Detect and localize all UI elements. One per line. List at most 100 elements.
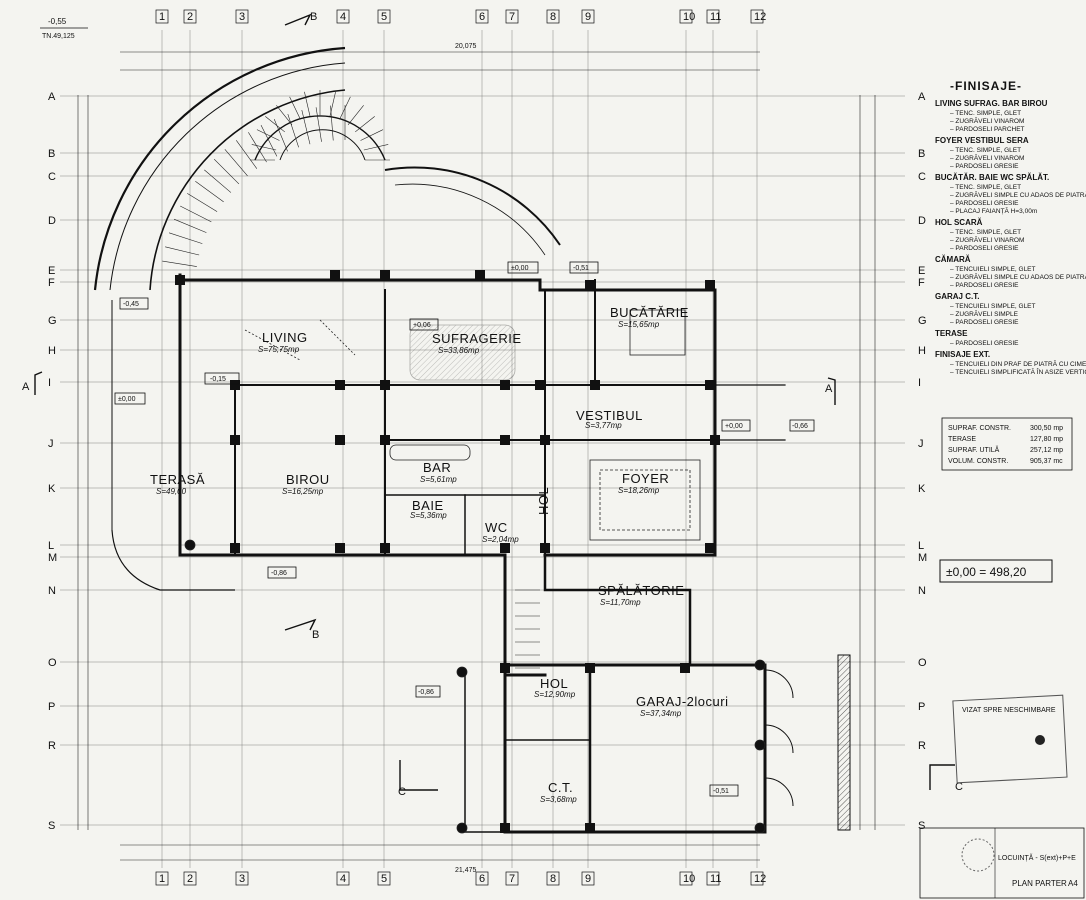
datum-value: ±0,00 = 498,20 — [946, 565, 1027, 579]
axis-col-label: 11 — [710, 11, 721, 23]
axis-row-label: B — [918, 148, 925, 160]
room-hol2-area: S=12,90mp — [534, 690, 576, 699]
axis-row-label: C — [48, 171, 56, 183]
room-spalatorie-area: S=11,70mp — [600, 598, 641, 607]
room-vestibul-area: S=3,77mp — [585, 421, 622, 430]
axis-col-label: 8 — [550, 873, 556, 885]
room-spalatorie-name: SPĂLĂTORIE — [598, 583, 684, 598]
room-ct-name: C.T. — [548, 780, 573, 795]
axis-col-box — [377, 871, 391, 886]
finisaje-item: – TENCUIELI SIMPLE, GLET — [950, 266, 1036, 273]
title-project: LOCUINȚĂ - S(ext)+P+E — [998, 853, 1076, 862]
level-2: +0,06 — [413, 322, 431, 329]
level-3: -0,15 — [210, 376, 226, 383]
level-6: -0,86 — [271, 570, 287, 577]
section-mark-a-left: A — [22, 381, 30, 393]
walls — [178, 273, 786, 834]
axis-col-box — [155, 871, 169, 886]
axis-col-box — [336, 871, 350, 886]
finisaje-rooms: HOL SCARĂ — [935, 218, 983, 227]
axis-col-box — [183, 871, 197, 886]
room-foyer-name: FOYER — [622, 471, 669, 486]
axis-col-box — [505, 9, 519, 24]
room-labels: LIVING S=75,75mp SUFRAGERIE S=33,86mp BU… — [150, 305, 728, 804]
axis-row-label: H — [48, 345, 56, 357]
axis-col-box — [475, 9, 489, 24]
axis-row-label: F — [918, 277, 925, 289]
axis-row-label: C — [918, 171, 926, 183]
room-garaj-name: GARAJ-2locuri — [636, 694, 728, 709]
stat-label: VOLUM. CONSTR. — [948, 458, 1008, 465]
axis-row-label: N — [918, 585, 926, 597]
level-8: -0,51 — [713, 788, 729, 795]
axis-col-label: 12 — [754, 873, 766, 885]
finisaje-section: LIVING SUFRAG. BAR BIROU– TENC. SIMPLE, … — [935, 99, 1048, 133]
section-mark-b-bottom: B — [312, 629, 319, 641]
finisaje-item: – TENC. SIMPLE, GLET — [950, 184, 1021, 191]
finisaje-legend: -FINISAJE- LIVING SUFRAG. BAR BIROU– TEN… — [935, 79, 1086, 376]
finisaje-item: – TENC. SIMPLE, GLET — [950, 229, 1021, 236]
finisaje-item: – PARDOSELI GRESIE — [950, 163, 1019, 170]
finisaje-item: – ZUGRĂVELI SIMPLE CU ADAOS DE PIATRĂ VÂ… — [950, 190, 1086, 199]
room-terasa-area: S=49,00 — [156, 487, 187, 496]
corner-tn: TN.49,125 — [42, 33, 75, 40]
room-living-name: LIVING — [262, 330, 308, 345]
stat-value: 905,37 mc — [1030, 458, 1063, 465]
section-marks — [34, 13, 955, 791]
room-sufragerie-area: S=33,86mp — [438, 346, 480, 355]
section-mark-a-right: A — [825, 383, 833, 395]
axis-row-label: G — [48, 315, 57, 327]
room-baie-area: S=5,36mp — [410, 511, 447, 520]
stat-value: 257,12 mp — [1030, 447, 1063, 454]
datum-box: ±0,00 = 498,20 — [939, 559, 1053, 583]
axis-col-label: 6 — [479, 873, 485, 885]
room-baie-name: BAIE — [412, 498, 444, 513]
level-11: ±0,00 — [511, 265, 529, 272]
room-garaj-area: S=37,34mp — [640, 709, 682, 718]
axis-col-label: 8 — [550, 11, 556, 23]
axis-row-label: R — [918, 740, 926, 752]
axis-col-label: 5 — [381, 873, 387, 885]
curved-terrace — [93, 46, 561, 591]
axis-row-label: M — [918, 552, 927, 564]
axis-col-label: 1 — [159, 11, 165, 23]
approval-stamp: VIZAT SPRE NESCHIMBARE — [952, 694, 1068, 872]
finisaje-rooms: CĂMARĂ — [935, 255, 971, 264]
axis-row-label: L — [48, 540, 54, 552]
axis-col-box — [235, 9, 249, 24]
axis-col-label: 6 — [479, 11, 485, 23]
corner-note: -0,55 TN.49,125 — [40, 17, 88, 40]
garage-doors — [764, 654, 851, 831]
room-sufragerie-name: SUFRAGERIE — [432, 331, 522, 346]
finisaje-item: – ZUGRĂVELI VINAROM — [950, 116, 1024, 125]
axis-col-box — [546, 9, 560, 24]
finisaje-section: CĂMARĂ – TENCUIELI SIMPLE, GLET– ZUGRĂVEL… — [935, 255, 1086, 289]
axis-col-box — [706, 871, 720, 886]
axis-col-label: 3 — [239, 11, 245, 23]
axis-row-label: O — [48, 657, 57, 669]
axis-col-label: 2 — [187, 11, 193, 23]
finisaje-sections: LIVING SUFRAG. BAR BIROU– TENC. SIMPLE, … — [935, 99, 1086, 376]
finisaje-item: – PARDOSELI GRESIE — [950, 282, 1019, 289]
title-plan: PLAN PARTER — [1012, 879, 1067, 888]
finisaje-item: – PARDOSELI GRESIE — [950, 200, 1019, 207]
axis-col-label: 4 — [340, 11, 346, 23]
overall-dim-top: 20,075 — [455, 43, 477, 50]
finisaje-section: TERASE– PARDOSELI GRESIE — [935, 329, 1019, 347]
finisaje-item: – PARDOSELI GRESIE — [950, 245, 1019, 252]
axis-row-label: J — [918, 438, 924, 450]
room-hol1-name: HOL — [536, 487, 551, 515]
room-bucatarie-name: BUCĂTĂRIE — [610, 305, 689, 320]
finisaje-item: – ZUGRĂVELI SIMPLE CU ADAOS DE PIATRĂ VÂ… — [950, 272, 1086, 281]
axis-row-label: K — [48, 483, 56, 495]
axis-row-label: I — [918, 377, 921, 389]
axis-col-box — [505, 871, 519, 886]
stat-value: 300,50 mp — [1030, 425, 1063, 432]
finisaje-rooms: FOYER VESTIBUL SERA — [935, 136, 1029, 145]
finisaje-rooms: FINISAJE EXT. — [935, 350, 990, 359]
dimension-lines — [77, 51, 876, 861]
room-living-area: S=75,75mp — [258, 345, 300, 354]
